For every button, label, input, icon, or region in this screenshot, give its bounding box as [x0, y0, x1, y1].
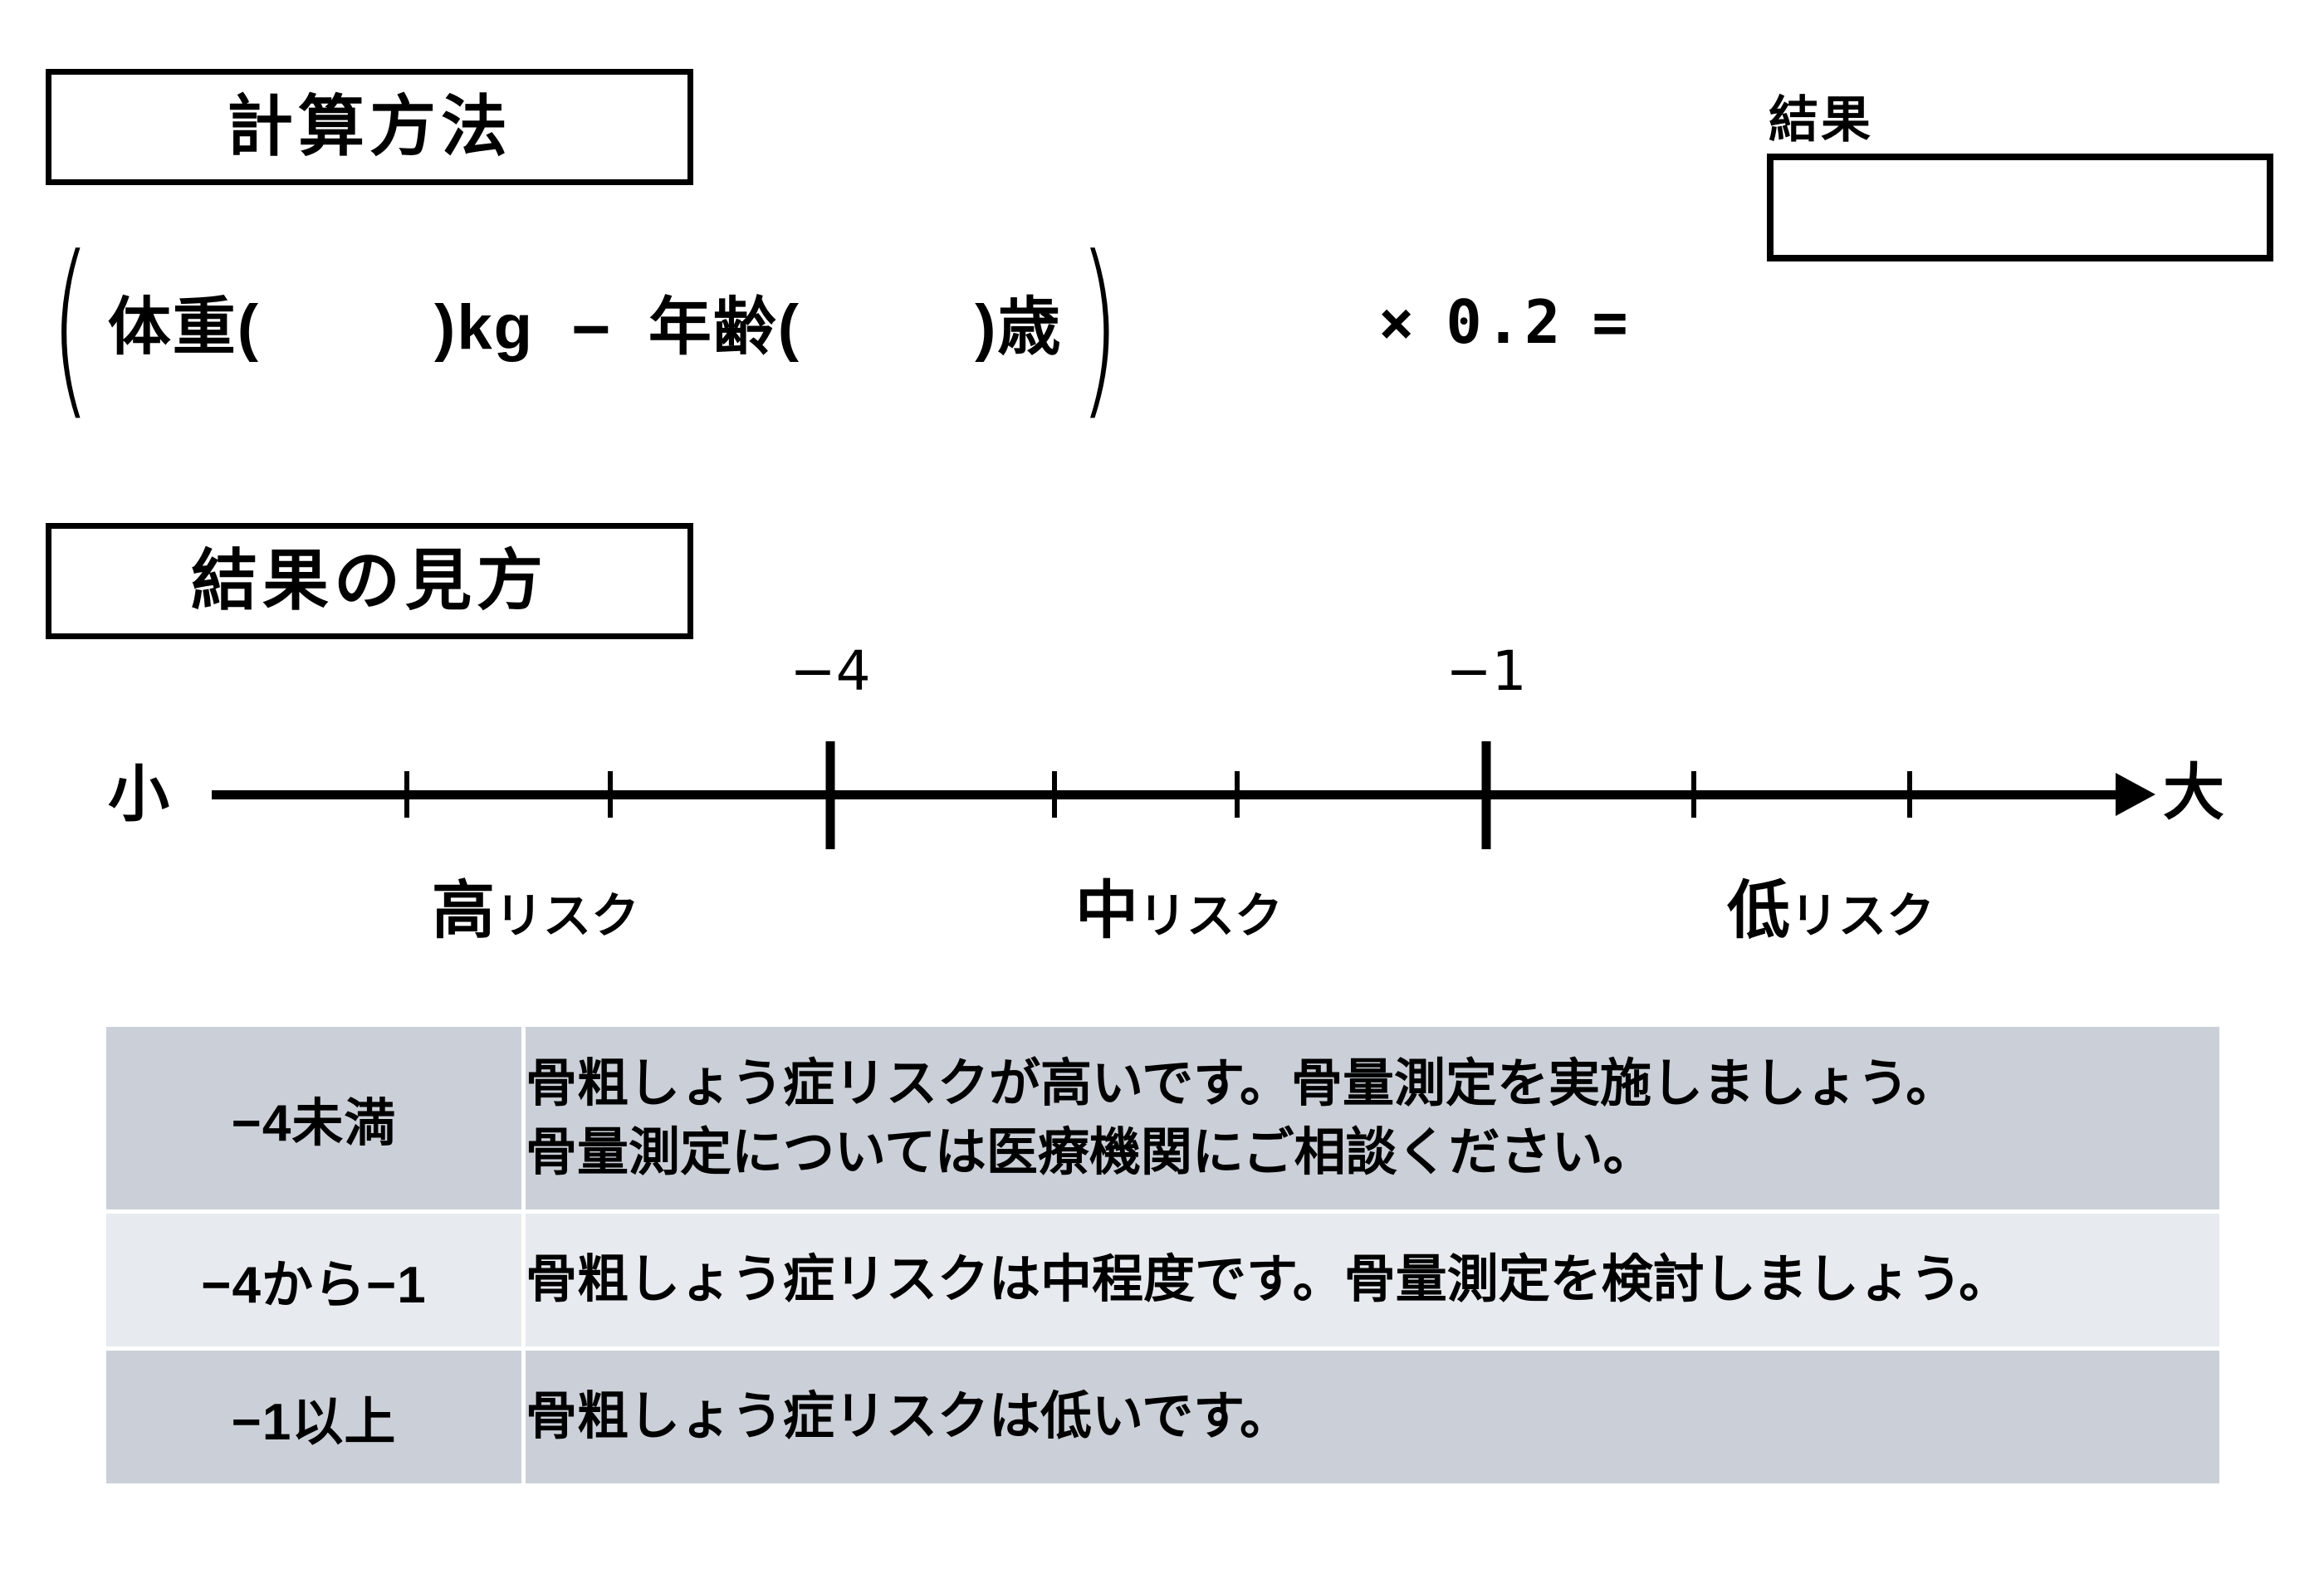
description-cell: 骨粗しょう症リスクが高いです。骨量測定を実施しましょう。 骨量測定については医療…: [526, 1027, 2219, 1214]
weight-term-prefix: 体重(: [107, 292, 261, 363]
formula-close-paren: ): [1079, 217, 1120, 439]
result-input-field[interactable]: [1767, 154, 2273, 261]
description-line: 骨粗しょう症リスクが高いです。骨量測定を実施しましょう。: [526, 1054, 1958, 1112]
result-guide-title: 結果の見方: [191, 544, 548, 618]
description-cell: 骨粗しょう症リスクは中程度です。骨量測定を検討しましょう。: [526, 1214, 2219, 1351]
results-interpretation-table: −4未満 骨粗しょう症リスクが高いです。骨量測定を実施しましょう。 骨量測定につ…: [106, 1027, 2219, 1483]
calculation-method-heading-box: 計算方法: [46, 69, 693, 185]
scale-end-label: 大: [2163, 758, 2224, 827]
scale-major-tick-minus-1: [1481, 741, 1491, 849]
scale-axis-arrow-icon: [2116, 773, 2155, 816]
risk-zone-label-low: 低リスク: [1727, 880, 1935, 943]
weight-term-suffix: )kg: [434, 292, 535, 363]
equals-operator: =: [1592, 287, 1632, 357]
multiply-operator: ×: [1378, 287, 1418, 357]
formula-expression: ( 体重( )kg − 年齢( )歳 ): [33, 217, 1445, 439]
table-row: −1以上 骨粗しょう症リスクは低いです。: [106, 1351, 2219, 1483]
formula-multiplier-group: × 0.2 =: [1378, 292, 1632, 352]
description-cell: 骨粗しょう症リスクは低いです。: [526, 1351, 2219, 1483]
description-line: 骨量測定については医療機関にご相談ください。: [526, 1124, 1655, 1181]
scale-minor-tick: [1235, 771, 1240, 818]
scale-minor-tick: [608, 771, 613, 818]
scale-tick-label-minus-4: −4: [790, 639, 871, 703]
scale-minor-tick: [404, 771, 409, 818]
description-line: 骨粗しょう症リスクは低いです。: [526, 1388, 1291, 1446]
result-guide-heading-box: 結果の見方: [46, 523, 693, 639]
scale-tick-label-minus-1: −1: [1446, 639, 1527, 703]
risk-zone-suffix-medium: リスク: [1138, 889, 1284, 943]
range-cell: −4から−1: [106, 1214, 526, 1351]
risk-zone-level-high: 高: [431, 876, 495, 946]
factor-value: 0.2: [1446, 287, 1564, 357]
formula-open-paren: (: [50, 217, 91, 439]
risk-zone-label-medium: 中リスク: [1075, 880, 1283, 943]
range-cell: −4未満: [106, 1027, 526, 1214]
scale-minor-tick: [1052, 771, 1057, 818]
result-field-label: 結果: [1769, 92, 1873, 148]
table-row: −4未満 骨粗しょう症リスクが高いです。骨量測定を実施しましょう。 骨量測定につ…: [106, 1027, 2219, 1214]
risk-zone-suffix-low: リスク: [1789, 889, 1935, 943]
scale-axis-line: [212, 790, 2121, 799]
risk-zone-suffix-high: リスク: [494, 889, 640, 943]
risk-zone-label-high: 高リスク: [432, 880, 639, 943]
table-row: −4から−1 骨粗しょう症リスクは中程度です。骨量測定を検討しましょう。: [106, 1214, 2219, 1351]
description-line: 骨粗しょう症リスクは中程度です。骨量測定を検討しましょう。: [526, 1251, 2011, 1309]
risk-zone-level-medium: 中: [1074, 876, 1138, 946]
range-cell: −1以上: [106, 1351, 526, 1483]
risk-zone-level-low: 低: [1726, 876, 1790, 946]
scale-minor-tick: [1907, 771, 1912, 818]
minus-operator: −: [572, 291, 610, 364]
age-term-suffix: )歳: [975, 292, 1063, 363]
age-term-prefix: 年齢(: [648, 292, 801, 363]
risk-scale-chart: 小 大 −4 −1 高リスク 中リスク 低リスク: [0, 644, 2324, 946]
scale-major-tick-minus-4: [825, 741, 835, 849]
scale-minor-tick: [1691, 771, 1696, 818]
scale-start-label: 小: [108, 760, 169, 828]
calculation-method-title: 計算方法: [227, 90, 512, 164]
